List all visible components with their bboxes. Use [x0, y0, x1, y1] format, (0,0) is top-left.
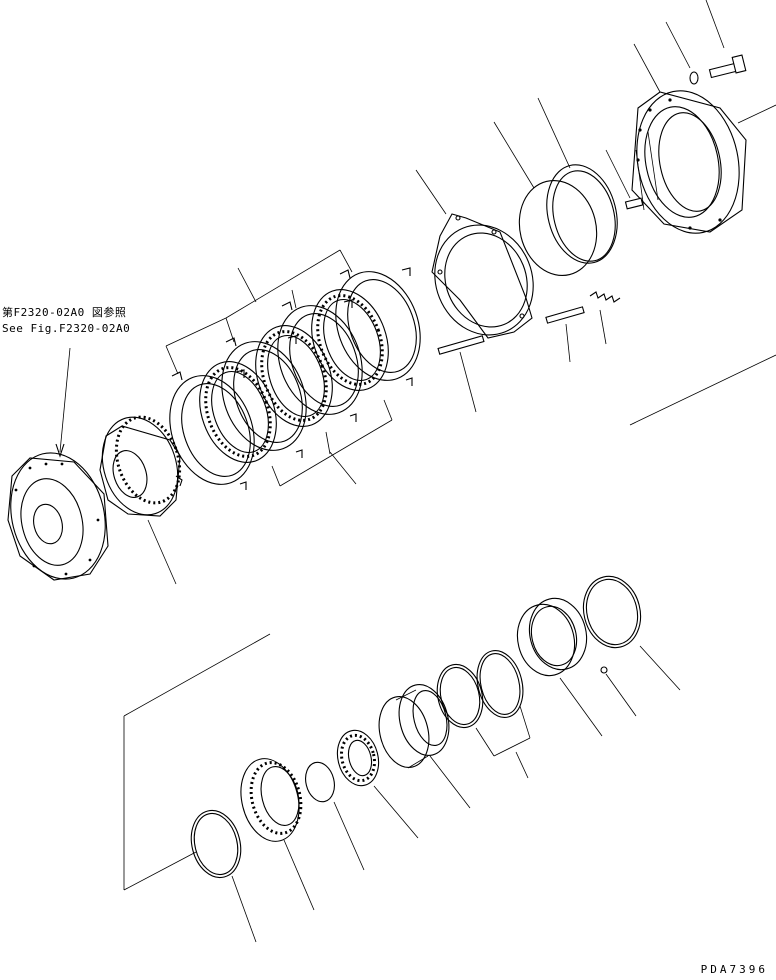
retainer-collar — [516, 597, 637, 737]
lower-group-boundary — [123, 633, 271, 891]
sleeve-piston-part — [378, 684, 471, 809]
bolt-part — [705, 0, 747, 79]
clutch-pack-group-leaders — [165, 249, 393, 487]
cylinder-plate-part — [415, 169, 534, 339]
ring-gear-part — [240, 758, 315, 911]
reference-note-english: See Fig.F2320-02A0 — [2, 322, 131, 335]
reference-note-japanese: 第F2320-02A0 図参照 — [2, 306, 127, 319]
snap-ring-lower-left — [190, 809, 257, 943]
seal-ring-pair — [493, 97, 618, 277]
upper-group-boundary — [629, 104, 776, 426]
clutch-plate-steel-4 — [335, 267, 421, 386]
washer-part — [665, 21, 699, 85]
carrier-assembly-referenced — [7, 347, 109, 581]
clutch-plate-steel-3 — [277, 299, 363, 422]
spring-and-pin-part — [545, 291, 621, 363]
clutch-hub-part — [99, 415, 182, 585]
dowel-pin-part — [605, 149, 644, 210]
seal-rings-lower — [436, 650, 531, 779]
clutch-plate-steel-1 — [169, 369, 255, 490]
snap-ring-small — [305, 761, 365, 871]
drawing-code-label: PDA7396 — [700, 963, 768, 976]
bearing-part — [336, 729, 419, 839]
snap-ring-large — [582, 575, 681, 691]
guide-pin-part — [437, 335, 485, 413]
housing-part — [631, 43, 747, 234]
